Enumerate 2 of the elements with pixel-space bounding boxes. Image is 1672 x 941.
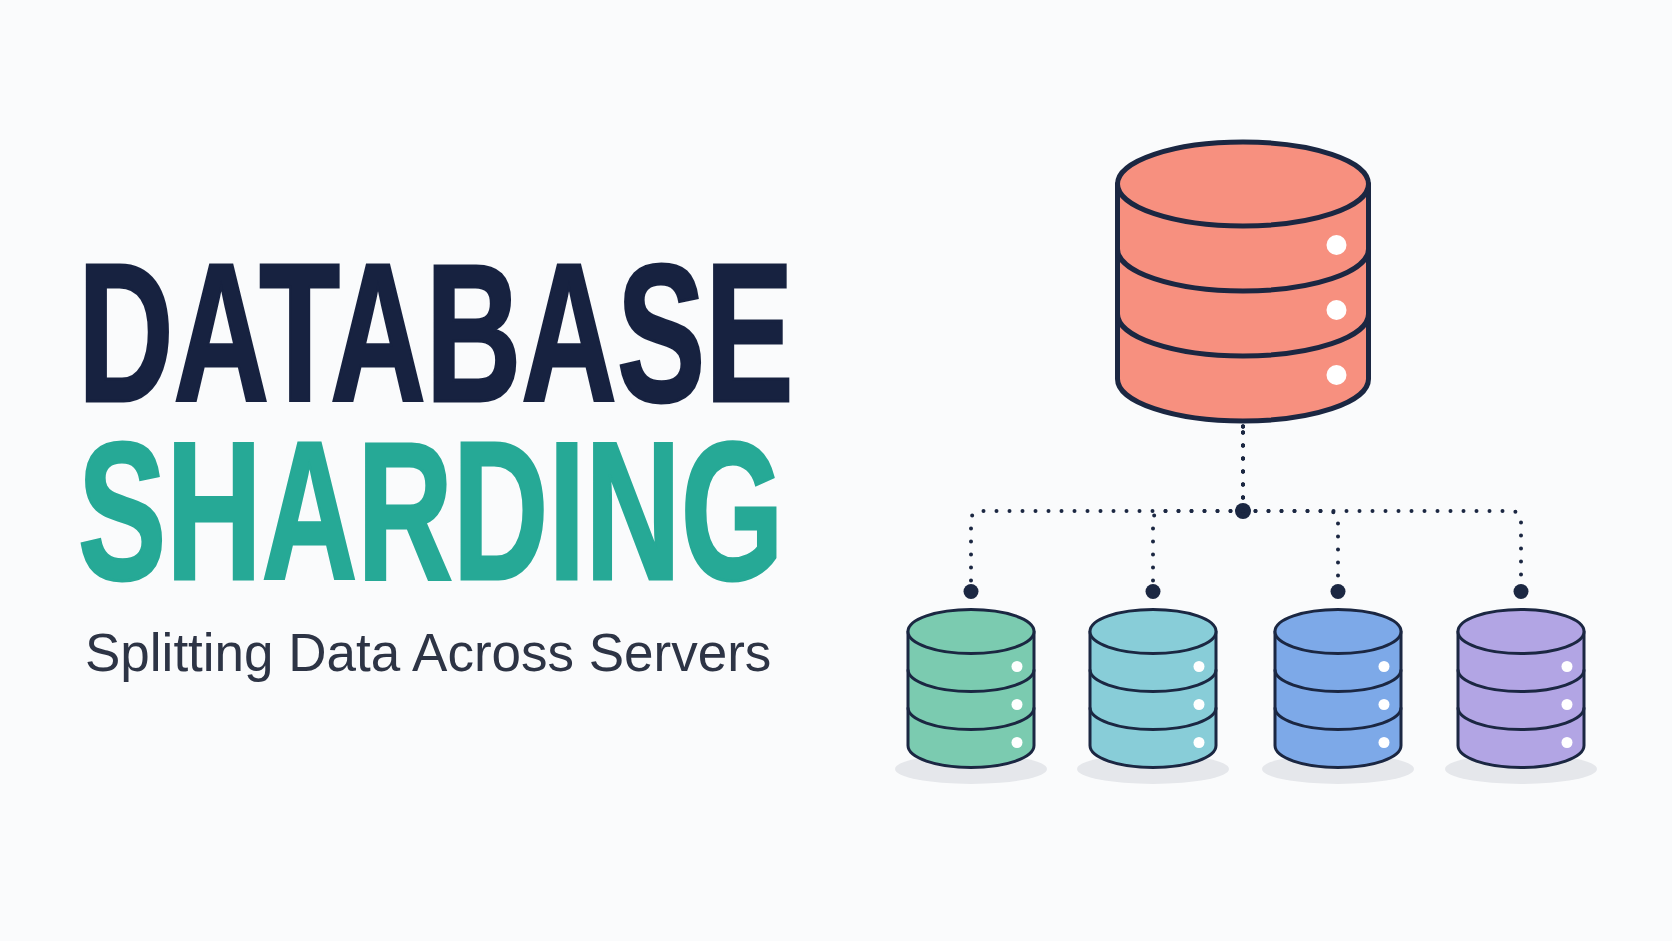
- title: DATABASE SHARDING: [78, 245, 794, 601]
- subtitle: Splitting Data Across Servers: [85, 622, 772, 684]
